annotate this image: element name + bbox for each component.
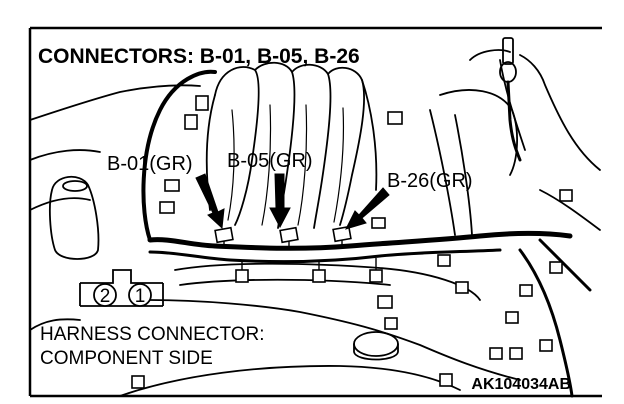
pin-2-label: 2 — [100, 286, 111, 307]
diagram-frame — [28, 26, 602, 398]
pin-1-circle — [128, 283, 152, 307]
figure-code: AK104034AB — [471, 376, 571, 393]
harness-caption-line1: HARNESS CONNECTOR: — [40, 324, 265, 345]
arrow-b05 — [269, 173, 291, 229]
label-b01: B-01(GR) — [107, 153, 193, 175]
connector-b26 — [332, 225, 352, 243]
label-b26: B-26(GR) — [387, 170, 473, 192]
label-b05: B-05(GR) — [227, 150, 313, 172]
pin-2-circle — [93, 283, 117, 307]
engine-illustration — [29, 37, 601, 398]
harness-connector-symbol — [79, 269, 164, 307]
harness-connectors — [131, 95, 573, 389]
connector-b05 — [279, 226, 299, 244]
arrow-b26 — [345, 187, 390, 230]
harness-caption-line2: COMPONENT SIDE — [40, 348, 213, 369]
connector-b01 — [214, 226, 234, 244]
connector-leads — [223, 240, 377, 270]
callout-arrows — [195, 173, 390, 230]
arrow-b01 — [195, 173, 225, 230]
diagram-title: CONNECTORS: B-01, B-05, B-26 — [38, 45, 360, 68]
pin-1-label: 1 — [135, 286, 146, 307]
